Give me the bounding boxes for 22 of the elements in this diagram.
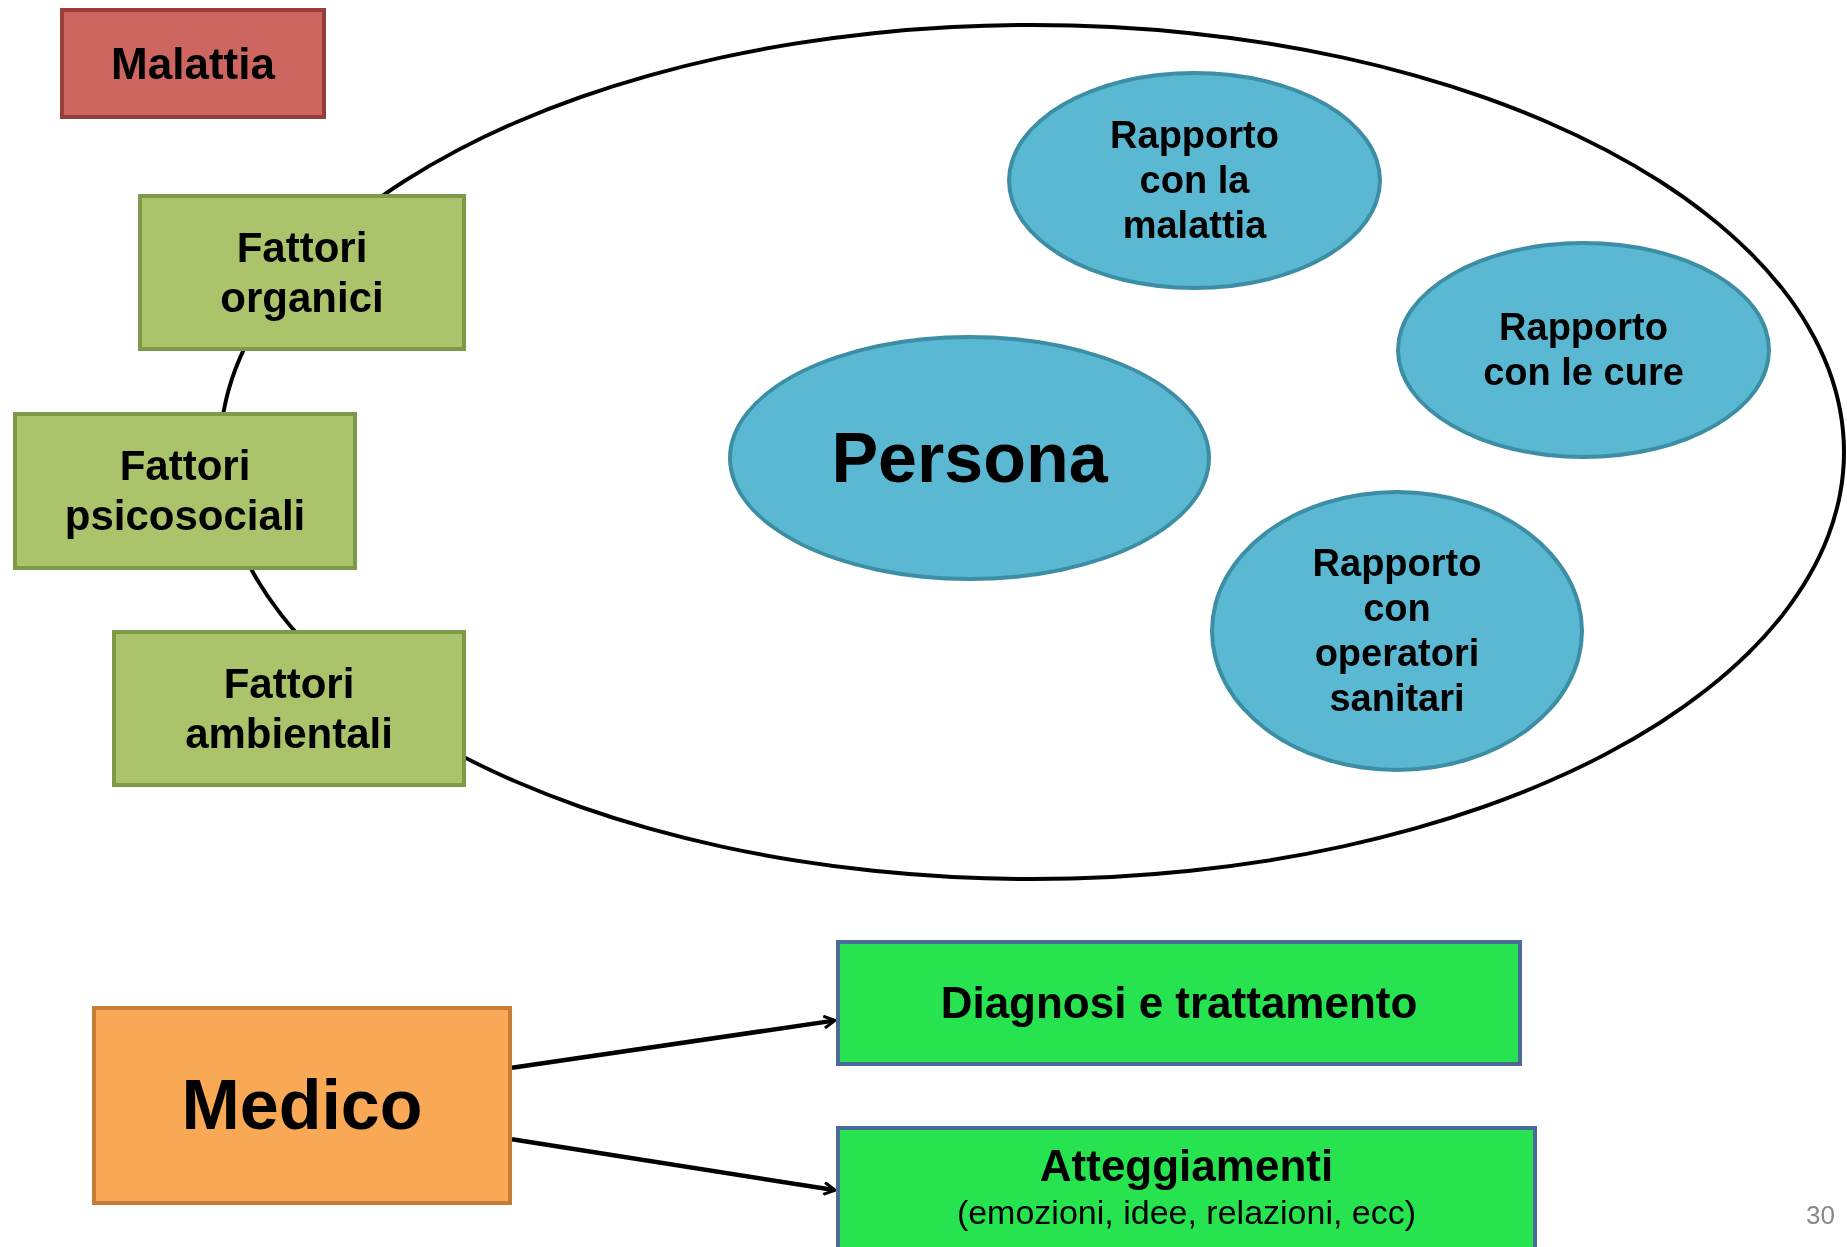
factor-box: [112, 630, 466, 787]
node-label: Malattia: [111, 37, 275, 90]
node-label: Diagnosi e trattamento: [940, 977, 1418, 1029]
outcome-box: [836, 1126, 1537, 1247]
outcome-box: [836, 940, 1522, 1066]
node-label: Atteggiamenti: [1039, 1140, 1334, 1192]
node-label: Fattori organici: [219, 222, 385, 323]
disease-box: [60, 8, 326, 119]
node-label: Persona: [831, 417, 1108, 499]
node-label: Rapporto con le cure: [1482, 305, 1685, 395]
node-label: Fattori psicosociali: [63, 441, 307, 541]
node-label: Rapporto con la malattia: [1109, 113, 1280, 248]
node-label: Fattori ambientali: [184, 658, 394, 759]
node-label: Medico: [181, 1065, 423, 1147]
factor-box: [138, 194, 466, 351]
factor-box: [13, 412, 357, 570]
node-subtitle: (emozioni, idee, relazioni, ecc): [956, 1191, 1417, 1232]
arrow: [511, 1014, 837, 1070]
node-label: Rapporto con operatori sanitari: [1311, 541, 1483, 721]
page-number: 30: [1806, 1200, 1835, 1231]
doctor-box: [92, 1006, 512, 1205]
arrow: [511, 1137, 837, 1196]
